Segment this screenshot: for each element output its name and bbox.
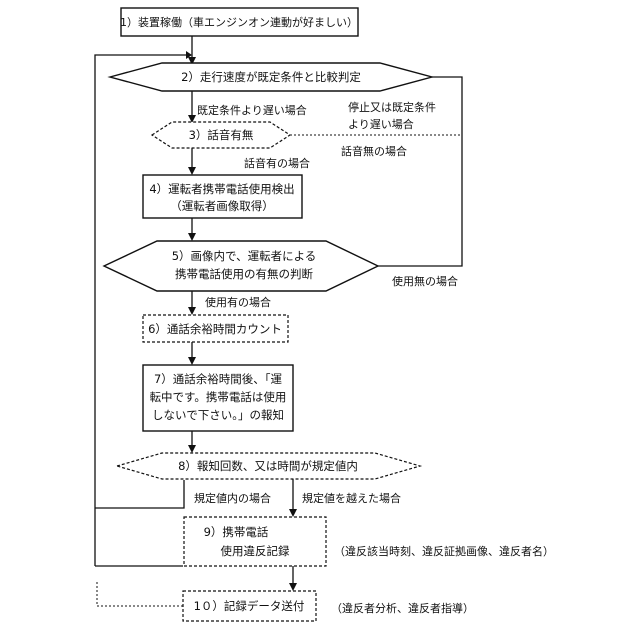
- label-exceeded: 規定値を越えた場合: [302, 491, 401, 505]
- step6-label: 6）通話余裕時間カウント: [148, 322, 282, 336]
- branch-labels: 既定条件より遅い場合 停止又は既定条件 より遅い場合 話音無の場合 話音有の場合…: [194, 100, 458, 505]
- step9-label-line2: 使用違反記録: [221, 544, 290, 558]
- loop-from-within-line: [95, 498, 184, 508]
- step10-label: 1０）記録データ送付: [194, 599, 305, 613]
- s4-arrowhead: [188, 167, 196, 175]
- label-not-used: 使用無の場合: [392, 274, 458, 288]
- s10-arrowhead: [289, 583, 297, 591]
- side-notes: （違反該当時刻、違反証拠画像、違反者名） （違反者分析、違反者指導）: [331, 544, 554, 615]
- s7-arrowhead: [188, 357, 196, 365]
- step5-label-line2: 携帯電話使用の有無の判断: [175, 267, 313, 281]
- note-send: （違反者分析、違反者指導）: [331, 601, 474, 615]
- label-stop-line2: より遅い場合: [348, 117, 414, 131]
- s6-arrowhead: [188, 307, 196, 315]
- s5-arrowhead: [188, 233, 196, 241]
- label-stop-line1: 停止又は既定条件: [348, 100, 436, 114]
- label-voice: 話音有の場合: [244, 156, 310, 170]
- step4-label-line2: （運転者画像取得）: [170, 199, 274, 213]
- bottom-dotted-line: [97, 580, 183, 606]
- step8-label: 8）報知回数、又は時間が規定値内: [178, 459, 358, 473]
- step7-label-line2: 転中です。携帯電話は使用: [150, 390, 287, 404]
- s9-arrowhead: [289, 509, 297, 517]
- step3-label: 3）話音有無: [189, 128, 254, 142]
- label-used: 使用有の場合: [205, 295, 271, 309]
- step7-label-line1: 7）通話余裕時間後、「運: [154, 372, 283, 386]
- note-record: （違反該当時刻、違反証拠画像、違反者名）: [334, 544, 554, 558]
- step9-label-line1: 9）携帯電話: [204, 525, 269, 539]
- step4-label-line1: 4）運転者携帯電話使用検出: [149, 182, 294, 196]
- label-no-voice: 話音無の場合: [341, 144, 407, 158]
- step2-label: 2）走行速度が既定条件と比較判定: [181, 70, 361, 84]
- step7-label-line3: しないで下さい。」の報知: [152, 408, 284, 422]
- label-slower: 既定条件より遅い場合: [197, 103, 307, 117]
- step1-label: 1）装置稼働（車エンジンオン連動が好ましい）: [120, 15, 358, 29]
- label-within: 規定値内の場合: [194, 491, 271, 505]
- s8-arrowhead: [188, 445, 196, 453]
- step5-label-line1: 5）画像内で、運転者による: [172, 249, 317, 263]
